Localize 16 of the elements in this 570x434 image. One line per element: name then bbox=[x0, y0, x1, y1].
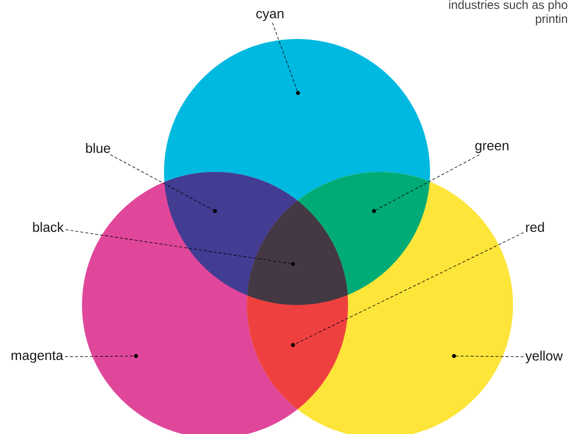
leader-line bbox=[64, 356, 134, 358]
leader-line bbox=[456, 356, 524, 358]
leader-line bbox=[272, 22, 298, 92]
color-label: yellow bbox=[525, 350, 563, 364]
color-label: cyan bbox=[256, 10, 284, 22]
color-label: magenta bbox=[12, 351, 64, 363]
color-label: black bbox=[33, 222, 64, 232]
color-label: blue bbox=[86, 143, 110, 153]
color-label: green bbox=[475, 142, 508, 154]
leader-line bbox=[110, 154, 214, 210]
color-label: red bbox=[526, 222, 544, 232]
note-text: printin bbox=[536, 14, 568, 26]
leader-line bbox=[376, 154, 480, 210]
leader-line bbox=[65, 229, 292, 264]
leader-line bbox=[294, 232, 524, 344]
note-text: industries such as pho bbox=[449, 0, 568, 12]
